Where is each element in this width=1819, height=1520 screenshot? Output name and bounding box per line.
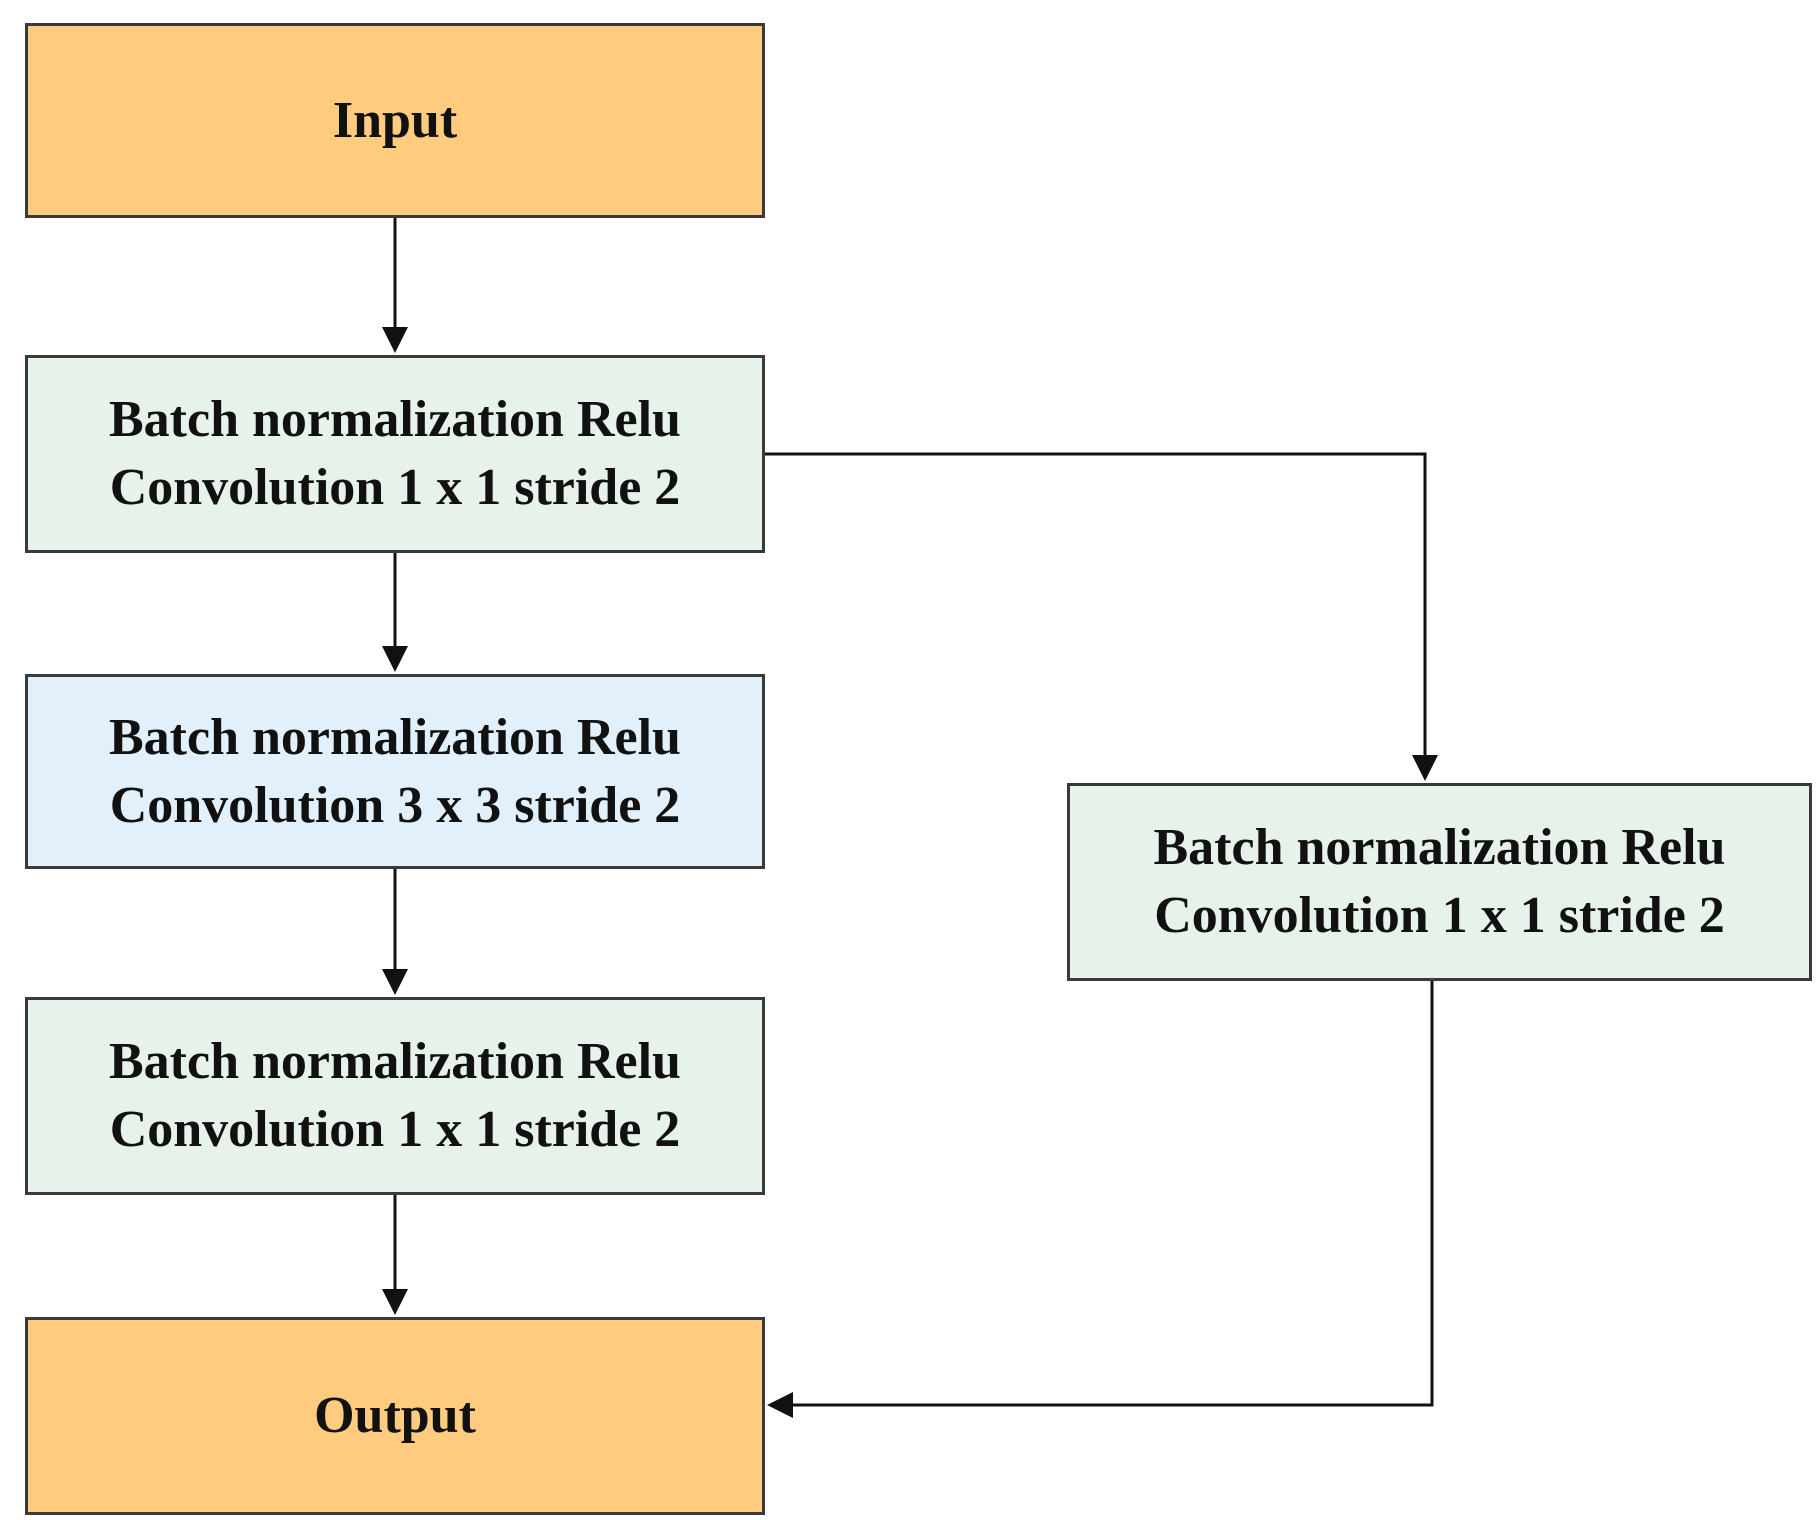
input-node: Input [25,23,765,218]
edge-conv1-to-shortcut [765,452,1427,768]
input-label: Input [332,91,458,149]
shortcut-line2: Convolution 1 x 1 stride 2 [1154,887,1725,944]
conv3x3-node: Batch normalization Relu Convolution 3 x… [25,674,765,869]
shortcut-conv1x1-node: Batch normalization Relu Convolution 1 x… [1067,783,1812,981]
edge-shortcut-to-output [780,981,1434,1407]
arrowhead-conv1b-to-output [382,1289,408,1315]
conv3x3-line1: Batch normalization Relu [109,708,681,766]
conv1x1-top-line1: Batch normalization Relu [109,391,681,449]
conv1x1-top-line2: Convolution 1 x 1 stride 2 [109,459,681,516]
arrowhead-conv3-to-conv1b [382,969,408,995]
arrowhead-input-to-conv1 [382,327,408,353]
output-label: Output [314,1387,476,1445]
conv1x1-bottom-line1: Batch normalization Relu [109,1033,681,1091]
arrowhead-conv1-to-shortcut [1412,755,1438,781]
shortcut-line1: Batch normalization Relu [1153,819,1726,877]
output-node: Output [25,1317,765,1515]
conv1x1-node-top: Batch normalization Relu Convolution 1 x… [25,355,765,553]
conv3x3-line2: Convolution 3 x 3 stride 2 [109,776,681,834]
conv1x1-bottom-line2: Convolution 1 x 1 stride 2 [109,1101,681,1158]
conv1x1-node-bottom: Batch normalization Relu Convolution 1 x… [25,997,765,1195]
arrowhead-conv1-to-conv3 [382,646,408,672]
arrowhead-shortcut-to-output [767,1392,793,1418]
